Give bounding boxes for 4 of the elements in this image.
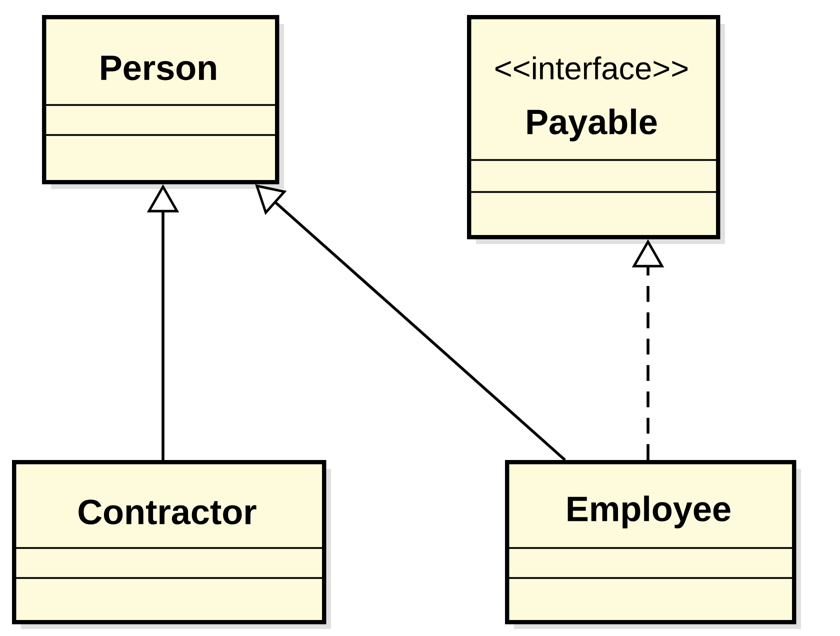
class-box: Employee xyxy=(505,460,801,629)
class-box: Contractor xyxy=(12,460,331,629)
class-box: Person xyxy=(42,15,284,189)
class-box: <<interface>> Payable xyxy=(467,15,725,244)
